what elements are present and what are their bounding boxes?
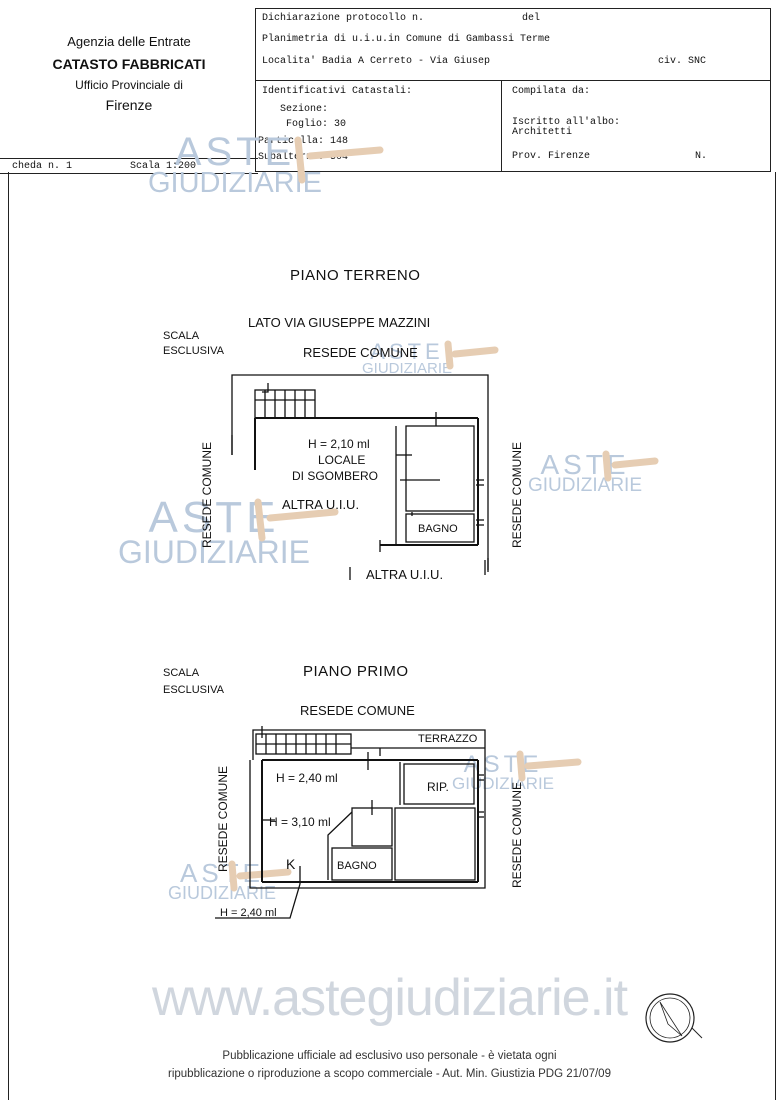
compilata-box: Compilata da: Iscritto all'albo: Archite… [501, 80, 771, 172]
civ-label: civ. SNC [658, 56, 707, 67]
altra-uiu-label: ALTRA U.I.U. [282, 497, 360, 512]
agency-block: Agenzia delle Entrate CATASTO FABBRICATI… [0, 0, 258, 160]
esclusiva-label: ESCLUSIVA [163, 345, 224, 357]
identificativi-label: Identificativi Catastali: [262, 86, 413, 97]
scheda-row: cheda n. 1 Scala 1:200 [0, 158, 258, 174]
compilata-label: Compilata da: [512, 86, 591, 97]
particella-field: Particella: 148 [258, 136, 349, 147]
first-floor-title: PIANO PRIMO [303, 663, 409, 680]
ufficio-label: Ufficio Provinciale di [75, 78, 183, 92]
catasto-title: CATASTO FABBRICATI [52, 56, 206, 72]
aste-watermark: ASTE GIUDIZIARIE [148, 130, 323, 199]
scala-label: SCALA [163, 330, 200, 342]
kitchen-label: K [286, 856, 296, 872]
footer-line: Pubblicazione ufficiale ad esclusivo uso… [222, 1050, 557, 1062]
rip-label: RIP. [427, 780, 449, 794]
drawing-frame [8, 172, 776, 1100]
height-label: H = 2,10 ml [308, 437, 370, 451]
footer-line: ripubblicazione o riproduzione a scopo c… [168, 1068, 611, 1080]
protocollo-label: Dichiarazione protocollo n. [262, 13, 425, 24]
esclusiva-label: ESCLUSIVA [163, 684, 224, 696]
ground-floor-title: PIANO TERRENO [290, 267, 421, 284]
side-street-label: LATO VIA GIUSEPPE MAZZINI [248, 315, 431, 330]
bagno-label: BAGNO [418, 523, 458, 535]
sezione-field: Sezione: [280, 104, 329, 115]
resede-comune-top: RESEDE COMUNE [300, 703, 415, 718]
localita-line: Localita' Badia A Cerreto - Via Giusep [262, 56, 491, 67]
agency-name: Agenzia delle Entrate [67, 34, 191, 49]
architetti-label: Architetti [512, 127, 573, 138]
aste-watermark: ASTE GIUDIZIARIE [528, 449, 643, 497]
url-watermark: www.astegiudiziarie.it [151, 969, 628, 1027]
iscritto-label: Iscritto all'albo: [512, 117, 621, 128]
scala-label: Scala 1:200 [130, 161, 197, 172]
bagno-label: BAGNO [337, 860, 377, 872]
resede-comune-top: RESEDE COMUNE [303, 345, 418, 360]
height-label: H = 2,40 ml [220, 907, 277, 919]
height-label: H = 2,40 ml [276, 771, 338, 785]
scala-label: SCALA [163, 667, 200, 679]
terrazzo-label: TERRAZZO [418, 733, 478, 745]
room-label: DI SGOMBERO [292, 469, 379, 483]
altra-uiu-label: ALTRA U.I.U. [366, 567, 444, 582]
scheda-label: cheda n. 1 [12, 161, 73, 172]
foglio-field: Foglio: 30 [286, 119, 347, 130]
height-label: H = 3,10 ml [269, 815, 331, 829]
province-name: Firenze [105, 97, 153, 113]
planimetria-line: Planimetria di u.i.u.in Comune di Gambas… [262, 34, 551, 45]
aste-watermark: ASTE GIUDIZIARIE [118, 493, 311, 570]
prov-label: Prov. Firenze [512, 151, 591, 162]
north-arrow-icon [645, 993, 703, 1043]
room-label: LOCALE [318, 453, 366, 467]
n-label: N. [695, 151, 708, 162]
aste-watermark: ASTE GIUDIZIARIE [362, 339, 453, 377]
del-label: del [522, 13, 541, 24]
